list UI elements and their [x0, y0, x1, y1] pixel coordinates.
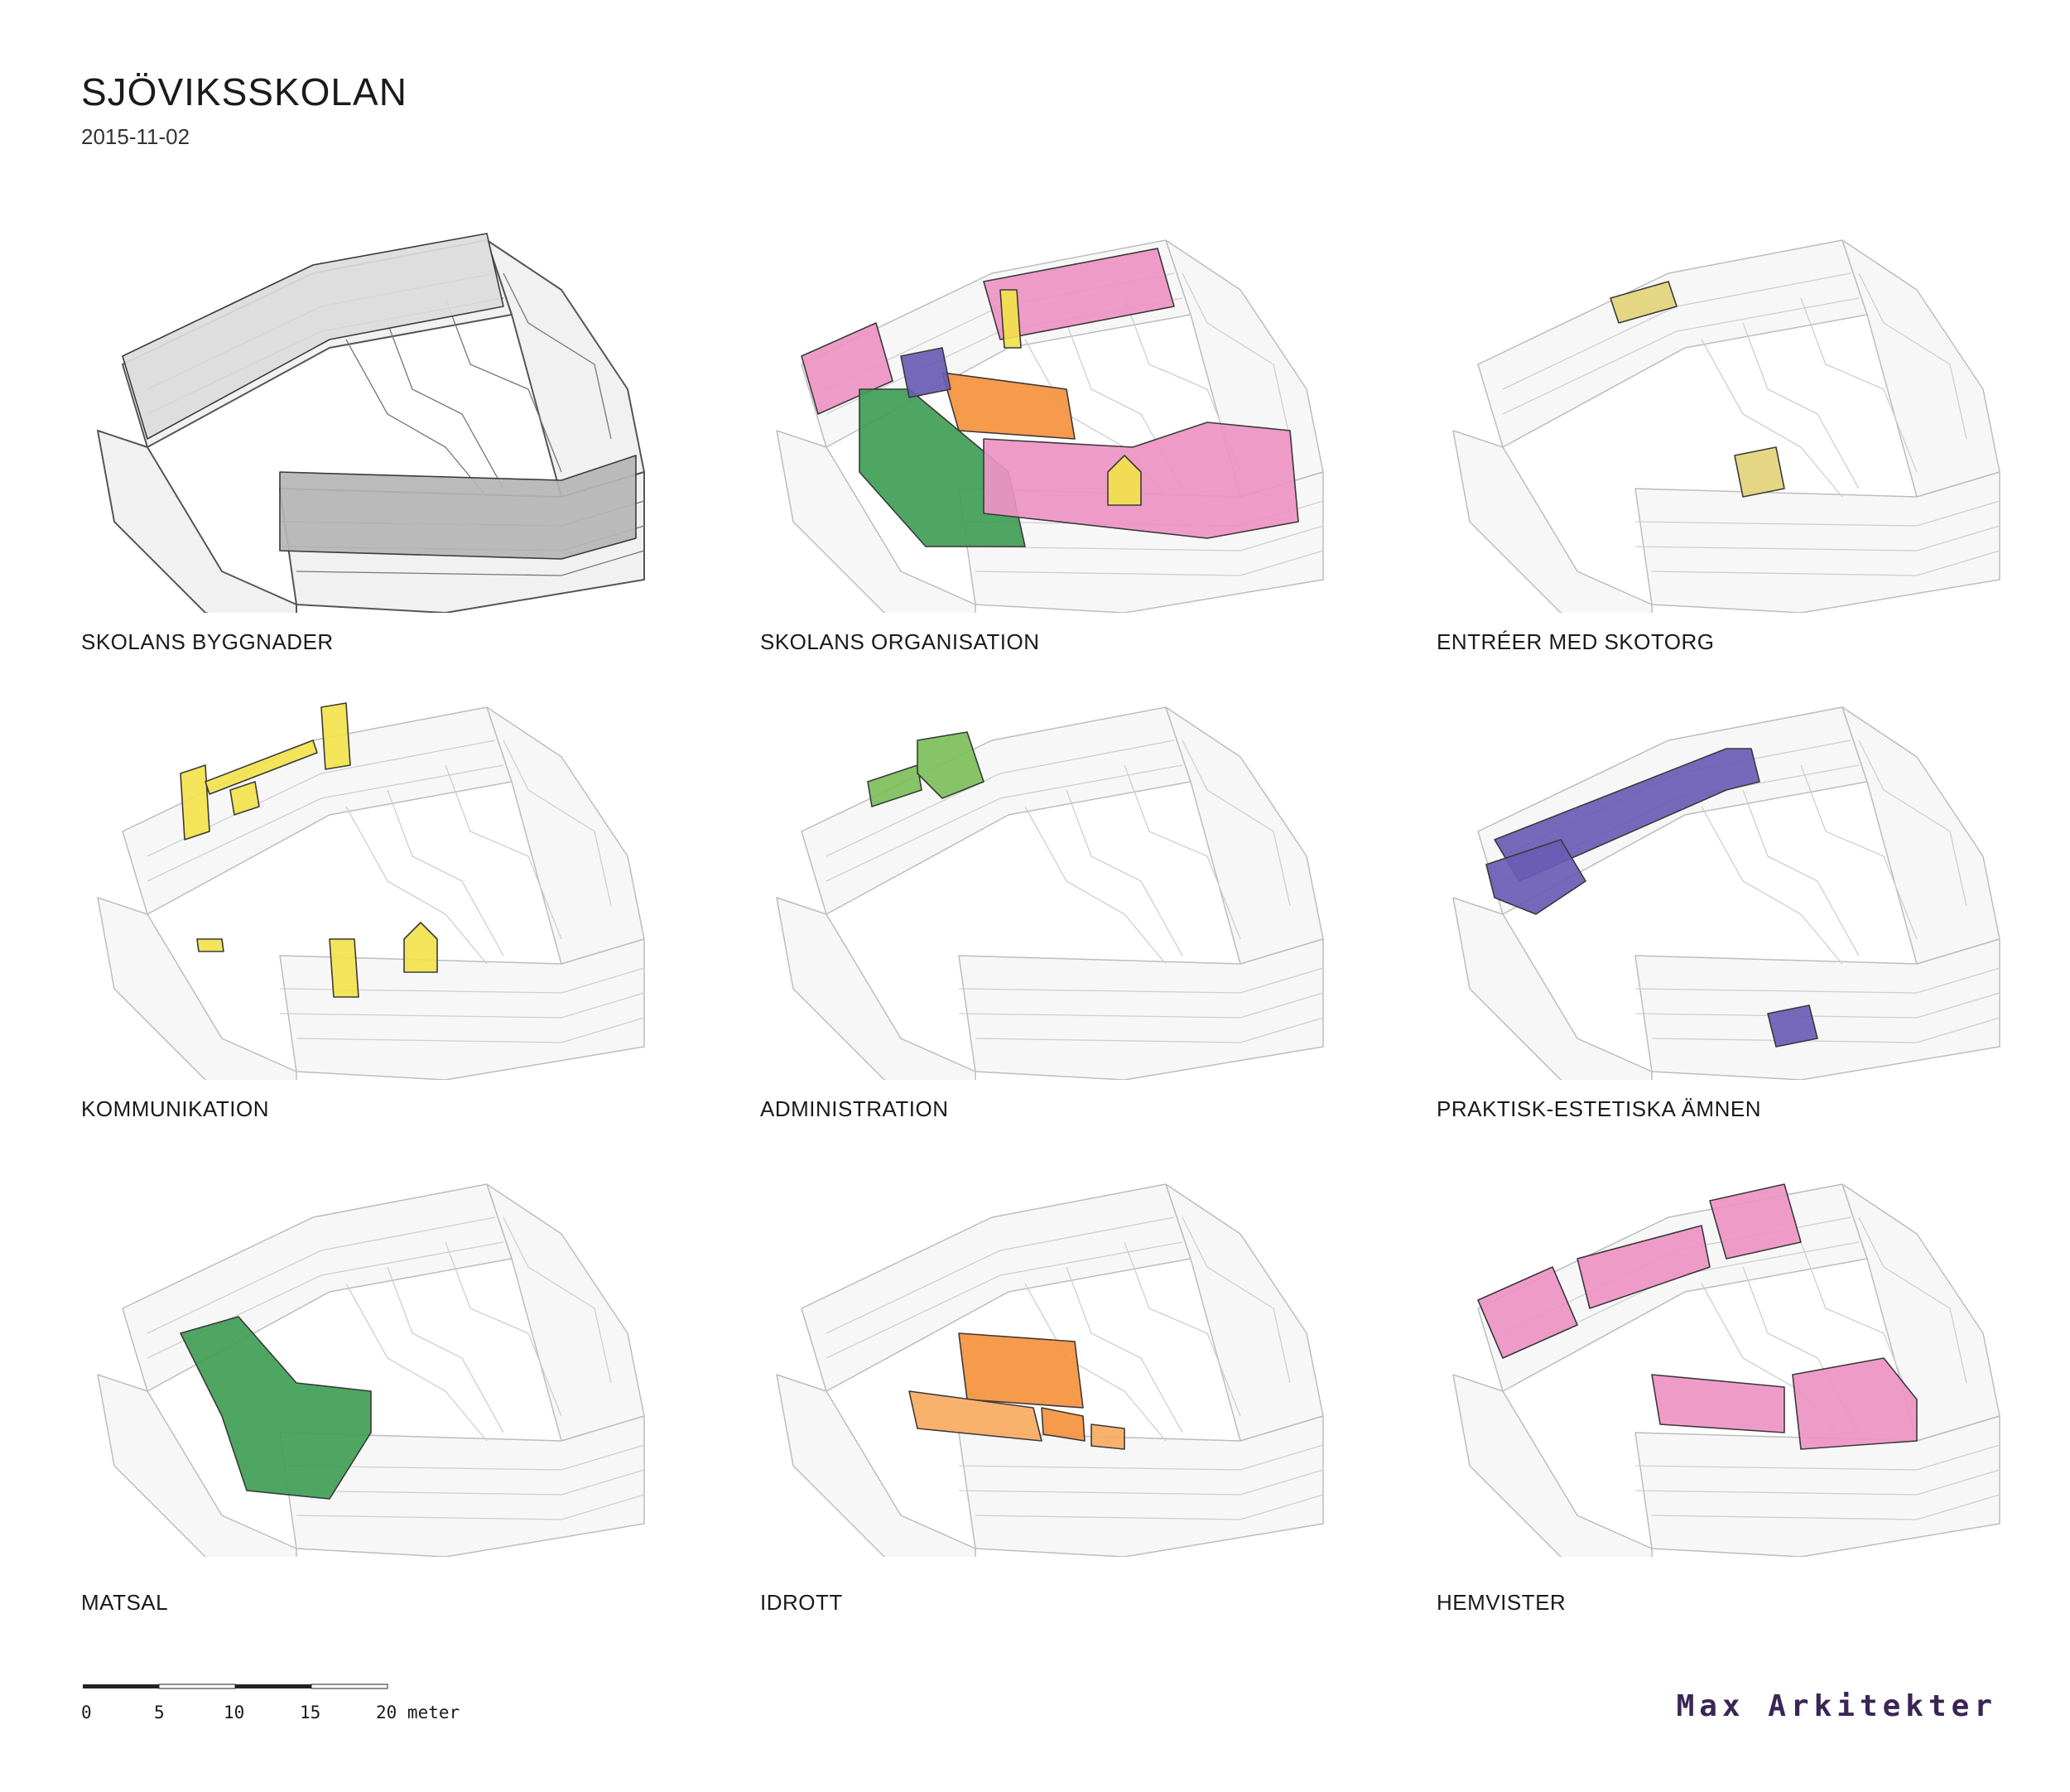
- scale-tick-15: 15: [300, 1703, 321, 1722]
- building-volume: [1477, 239, 1868, 448]
- program-volume: [279, 455, 637, 560]
- building-volume: [122, 1183, 513, 1392]
- program-volume: [180, 1316, 372, 1500]
- building-volume: [1841, 706, 2000, 965]
- program-volume: [320, 702, 351, 770]
- building-axonometric: [776, 239, 1324, 613]
- diagram-panel-practical: PRAKTISK-ESTETISKA ÄMNEN: [1437, 682, 2070, 1146]
- building-volume: [1452, 1374, 1653, 1557]
- program-volume: [403, 922, 438, 973]
- program-volume: [329, 938, 359, 998]
- program-volume: [908, 1390, 1042, 1442]
- building-axonometric: [1452, 239, 2000, 613]
- panel-label: SKOLANS BYGGNADER: [81, 629, 334, 654]
- diagram-panel-dining: MATSAL: [81, 1159, 727, 1623]
- building-volume: [776, 430, 976, 613]
- page-title: SJÖVIKSSKOLAN: [81, 70, 407, 113]
- building-axonometric: [97, 702, 645, 1080]
- building-volume: [97, 430, 297, 613]
- building-volume: [486, 1183, 645, 1442]
- diagram-panel-communication: KOMMUNIKATION: [81, 682, 727, 1146]
- program-volume: [1041, 1407, 1086, 1442]
- scale-tick-5: 5: [154, 1703, 165, 1722]
- program-volume: [867, 764, 922, 807]
- building-axonometric: [1452, 1183, 2000, 1557]
- diagram-panel-homerooms: HEMVISTER: [1437, 1159, 2070, 1623]
- program-volume: [917, 731, 984, 799]
- program-volume: [1107, 455, 1142, 506]
- building-volume: [801, 706, 1191, 915]
- building-volume: [1165, 706, 1324, 965]
- program-volume: [1709, 1183, 1802, 1260]
- program-volume: [1767, 1004, 1818, 1048]
- program-volume: [180, 764, 210, 841]
- panel-label: ADMINISTRATION: [760, 1096, 949, 1121]
- building-volume: [122, 706, 513, 915]
- panel-label: MATSAL: [81, 1590, 169, 1615]
- building-volume: [97, 897, 297, 1080]
- building-volume: [1165, 1183, 1324, 1442]
- building-volume: [486, 706, 645, 965]
- diagram-panel-all-colors: SKOLANS ORGANISATION: [760, 215, 1406, 679]
- panel-label: PRAKTISK-ESTETISKA ÄMNEN: [1437, 1096, 1761, 1121]
- building-volume: [97, 1374, 297, 1557]
- panel-label: KOMMUNIKATION: [81, 1096, 270, 1121]
- building-axonometric: [1452, 706, 2000, 1080]
- scale-tick-0: 0: [81, 1703, 92, 1722]
- program-volume: [229, 781, 260, 816]
- program-volume: [958, 1332, 1084, 1409]
- program-volume: [999, 289, 1022, 349]
- program-volume: [205, 739, 318, 795]
- program-volume: [941, 372, 1076, 440]
- building-volume: [776, 897, 976, 1080]
- scale-tick-20: 20 meter: [376, 1703, 460, 1722]
- scale-tick-10: 10: [224, 1703, 245, 1722]
- program-volume: [1090, 1423, 1125, 1450]
- program-volume: [1577, 1225, 1711, 1309]
- brand-logo: Max Arkitekter: [1676, 1689, 1997, 1723]
- building-axonometric: [97, 233, 645, 613]
- diagram-panel-entrances: ENTRÉER MED SKOTORG: [1437, 215, 2070, 679]
- building-axonometric: [776, 1183, 1324, 1557]
- diagram-panel-all-grey: SKOLANS BYGGNADER: [81, 215, 727, 679]
- program-volume: [1734, 446, 1785, 498]
- scale-bar-graphic: [83, 1684, 388, 1689]
- program-volume: [196, 938, 224, 952]
- building-volume: [1452, 897, 1653, 1080]
- program-volume: [801, 322, 893, 415]
- panel-label: HEMVISTER: [1437, 1590, 1567, 1615]
- program-volume: [1651, 1374, 1785, 1433]
- building-volume: [1841, 239, 2000, 498]
- building-axonometric: [97, 1183, 645, 1557]
- scale-bar: 0 5 10 15 20 meter: [81, 1679, 470, 1729]
- program-volume: [1477, 1266, 1578, 1359]
- building-volume: [486, 239, 645, 498]
- program-volume: [900, 347, 951, 398]
- program-volume: [1485, 839, 1586, 915]
- diagram-panel-administration: ADMINISTRATION: [760, 682, 1406, 1146]
- diagram-panel-sports: IDROTT: [760, 1159, 1406, 1623]
- panel-label: ENTRÉER MED SKOTORG: [1437, 629, 1715, 654]
- program-volume: [1792, 1357, 1918, 1450]
- program-volume: [1610, 281, 1678, 324]
- building-volume: [1452, 430, 1653, 613]
- page-date: 2015-11-02: [81, 124, 190, 149]
- program-volume: [983, 248, 1175, 340]
- building-axonometric: [776, 706, 1324, 1080]
- program-volume: [122, 233, 504, 440]
- panel-label: IDROTT: [760, 1590, 843, 1615]
- building-volume: [776, 1374, 976, 1557]
- panel-label: SKOLANS ORGANISATION: [760, 629, 1040, 654]
